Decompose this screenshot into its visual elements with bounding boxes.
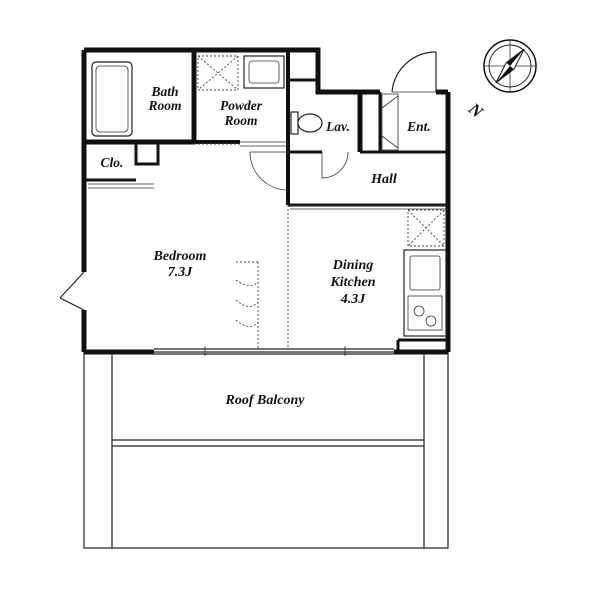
dining-kitchen-label-3: 4.3J <box>340 292 367 307</box>
closet-label: Clo. <box>101 155 124 170</box>
dining-kitchen-label-2: Kitchen <box>329 275 375 290</box>
shoe-cabinet <box>381 93 399 151</box>
powder-room-label-1: Powder <box>220 98 263 113</box>
kitchen-counter <box>403 249 447 337</box>
toilet <box>290 111 323 135</box>
dining-kitchen-label-1: Dining <box>332 258 373 273</box>
wash-basin <box>243 55 285 89</box>
hall-label: Hall <box>370 172 397 187</box>
lavatory-label: Lav. <box>325 119 350 134</box>
north-label: N <box>464 99 487 123</box>
fridge-space <box>407 209 445 247</box>
bathtub <box>91 61 133 137</box>
powder-room-door <box>194 141 288 147</box>
entrance-label: Ent. <box>406 119 431 134</box>
sliding-partition <box>235 205 289 350</box>
bedroom-window <box>154 346 394 356</box>
interior-walls <box>84 52 448 352</box>
closet-door <box>88 183 154 189</box>
roof-balcony-label: Roof Balcony <box>225 393 306 408</box>
washer-space <box>197 55 239 91</box>
bath-room-label-1: Bath <box>150 84 178 99</box>
powder-room-label-2: Room <box>223 113 257 128</box>
hall-bedroom-door <box>249 151 289 191</box>
bath-room-label-2: Room <box>147 98 181 113</box>
entrance-door <box>391 51 437 93</box>
side-door <box>59 271 85 311</box>
lavatory-door <box>321 151 349 179</box>
bedroom-label-1: Bedroom <box>153 249 207 264</box>
bedroom-label-2: 7.3J <box>168 265 194 280</box>
roof-balcony <box>83 351 449 549</box>
exterior-walls <box>81 47 451 355</box>
compass-icon <box>483 39 537 93</box>
dk-door <box>290 204 448 210</box>
